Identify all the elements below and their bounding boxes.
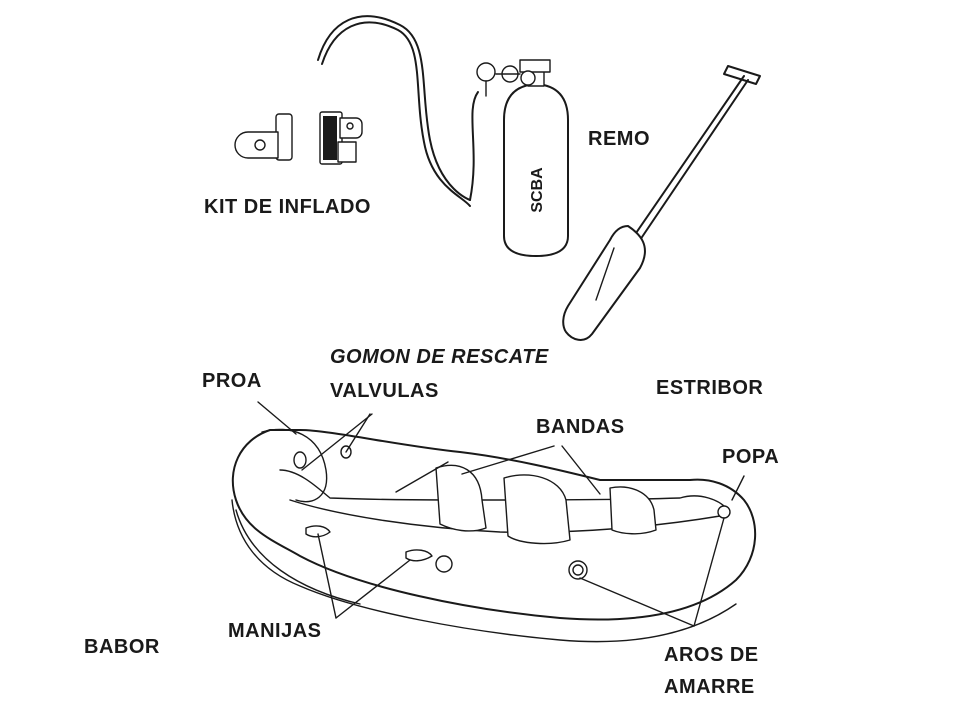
label-remo: REMO bbox=[588, 128, 650, 150]
scba-cylinder-illustration: SCBA bbox=[476, 59, 569, 257]
label-gomon-de-rescate: GOMON DE RESCATE bbox=[330, 346, 549, 368]
label-manijas: MANIJAS bbox=[228, 620, 322, 642]
leader-lines bbox=[257, 401, 745, 627]
label-amarre: AMARRE bbox=[664, 676, 755, 698]
inflation-kit-illustration bbox=[234, 111, 363, 165]
scba-label: SCBA bbox=[529, 167, 546, 213]
label-estribor: ESTRIBOR bbox=[656, 377, 764, 399]
hose-illustration bbox=[317, 15, 479, 207]
raft-illustration bbox=[231, 428, 757, 643]
label-valvulas: VALVULAS bbox=[330, 380, 439, 402]
label-proa: PROA bbox=[202, 370, 262, 392]
label-popa: POPA bbox=[722, 446, 780, 468]
paddle-illustration bbox=[562, 65, 761, 341]
label-bandas: BANDAS bbox=[536, 416, 625, 438]
label-aros-de: AROS DE bbox=[664, 644, 759, 666]
label-babor: BABOR bbox=[84, 636, 160, 658]
label-kit-de-inflado: KIT DE INFLADO bbox=[204, 196, 371, 218]
